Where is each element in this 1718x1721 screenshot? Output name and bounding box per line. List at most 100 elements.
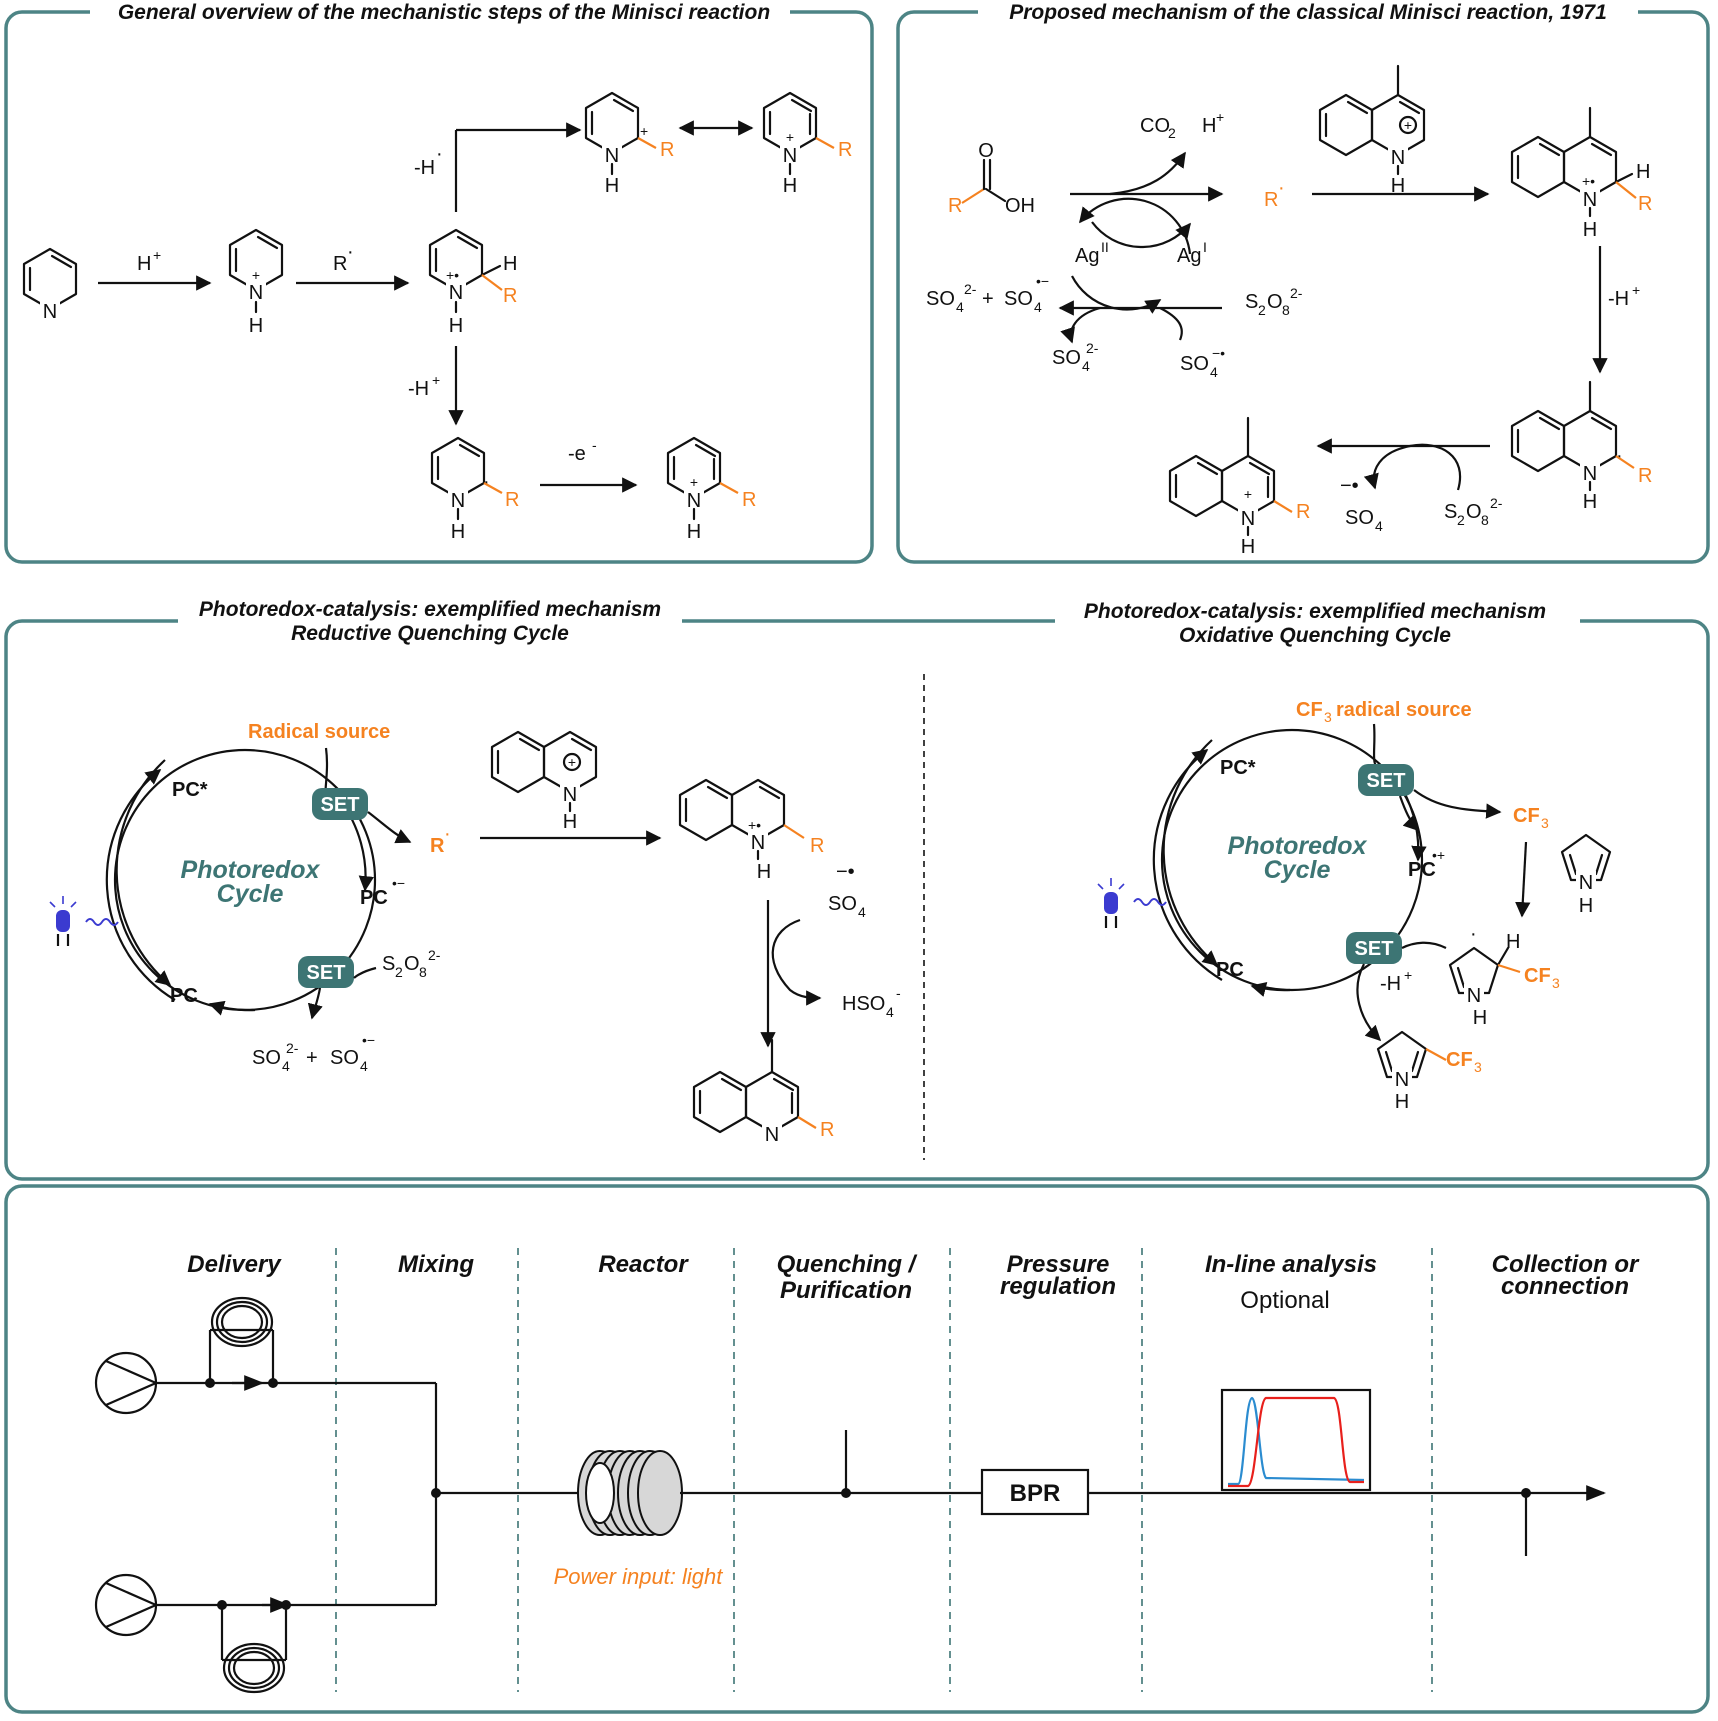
oxidative-cycle-line2: Cycle <box>1264 856 1331 884</box>
svg-text:R: R <box>505 489 519 511</box>
classical-persulfate: S <box>1245 291 1258 313</box>
svg-text:8: 8 <box>419 964 427 980</box>
svg-text:N: N <box>751 832 765 854</box>
stage-connection: connection <box>1501 1273 1629 1300</box>
general-title: General overview of the mechanistic step… <box>118 1 770 24</box>
svg-text:I: I <box>1203 239 1207 255</box>
reductive-pc-anion: PC <box>360 887 388 909</box>
oxidative-cf3: CF <box>1513 805 1540 827</box>
bpr-label: BPR <box>1010 1480 1061 1507</box>
svg-text:2-: 2- <box>286 1040 299 1056</box>
svg-text:2: 2 <box>1168 125 1176 141</box>
svg-text:4: 4 <box>1210 364 1218 380</box>
oxidative-title-1: Photoredox-catalysis: exemplified mechan… <box>1084 600 1546 623</box>
pyrrole: N H <box>1560 833 1612 917</box>
general-h-plus: H <box>137 253 151 275</box>
oxidative-minus-h-plus: -H <box>1380 973 1401 995</box>
reductive-sulfate-mix: SO <box>252 1047 281 1069</box>
svg-text:N: N <box>1395 1069 1409 1091</box>
led-light-icon-2 <box>1097 878 1167 928</box>
radical-cation-adduct: N +• H H R <box>428 228 517 337</box>
carboxylic-acid: R O OH <box>948 140 1035 217</box>
svg-text:N: N <box>1241 508 1255 530</box>
oxidative-pc-cation: PC <box>1408 859 1436 881</box>
product-pyridinium: N + H R <box>666 436 756 543</box>
sample-loop-bottom-icon <box>220 1605 288 1694</box>
reductive-bisulfate: HSO <box>842 993 885 1015</box>
classical-co2: CO <box>1140 115 1170 137</box>
svg-text:+: + <box>690 474 698 490</box>
svg-text:4: 4 <box>858 904 866 920</box>
svg-text:N: N <box>783 145 797 167</box>
cf3-source-label: CF <box>1296 699 1323 721</box>
svg-text:radical source: radical source <box>1336 699 1472 721</box>
svg-text:•−: •− <box>392 875 405 891</box>
svg-text:SET: SET <box>1367 770 1406 792</box>
svg-text:N: N <box>249 282 263 304</box>
svg-text:3: 3 <box>1552 975 1560 991</box>
classical-minus-h-plus: -H <box>1608 288 1629 310</box>
svg-text:SET: SET <box>1355 938 1394 960</box>
classical-h-plus: H <box>1202 115 1216 137</box>
svg-text:−•: −• <box>836 861 855 883</box>
svg-text:+: + <box>1216 109 1224 125</box>
reductive-pc: PC <box>170 985 198 1007</box>
reductive-persulfate: S <box>382 953 395 975</box>
svg-text:2: 2 <box>1457 512 1465 528</box>
svg-text:H: H <box>249 315 263 337</box>
pyrroline-radical: N H · H CF 3 <box>1448 923 1560 1029</box>
svg-text:R: R <box>1296 501 1310 523</box>
svg-text:+: + <box>1244 486 1252 502</box>
svg-text:R: R <box>1638 465 1652 487</box>
svg-text:H: H <box>451 521 465 543</box>
svg-text:-: - <box>896 985 901 1001</box>
protonated-lepidine: N + H <box>1318 64 1426 197</box>
general-minus-h-plus: -H <box>408 378 429 400</box>
classical-r-radical: R <box>1264 189 1278 211</box>
ag-i: Ag <box>1177 245 1201 267</box>
general-minus-e: -e <box>568 443 586 465</box>
panel-photoredox <box>4 619 1710 1181</box>
svg-text:SET: SET <box>321 794 360 816</box>
svg-text:H: H <box>1583 491 1597 513</box>
led-light-icon <box>49 896 119 946</box>
svg-text:·: · <box>1520 809 1527 831</box>
svg-text:R: R <box>1638 193 1652 215</box>
svg-text:4: 4 <box>360 1058 368 1074</box>
oxidative-pc-star: PC* <box>1220 757 1256 779</box>
svg-text:·: · <box>347 241 354 263</box>
svg-text:H: H <box>605 175 619 197</box>
reductive-product-quinoline: N R <box>692 1038 834 1146</box>
svg-text:H: H <box>1391 175 1405 197</box>
reductive-sulfate-radical: SO <box>828 893 857 915</box>
svg-text:R: R <box>742 489 756 511</box>
svg-text:R: R <box>503 285 517 307</box>
stage-optional: Optional <box>1240 1287 1329 1314</box>
bpr-box <box>980 1468 1090 1516</box>
stage-reactor: Reactor <box>598 1251 689 1278</box>
stage-regulation: regulation <box>1000 1273 1116 1300</box>
svg-text:+: + <box>1404 117 1412 133</box>
panel-flow <box>4 1184 1710 1714</box>
general-r-radical: R <box>333 253 347 275</box>
svg-text:H: H <box>687 521 701 543</box>
svg-text:4: 4 <box>1082 358 1090 374</box>
svg-text:N: N <box>765 1124 779 1146</box>
svg-text:R: R <box>838 139 852 161</box>
svg-text:+: + <box>1632 282 1640 298</box>
svg-text:R: R <box>660 139 674 161</box>
svg-text:H: H <box>1395 1091 1409 1113</box>
stage-mixing: Mixing <box>398 1251 474 1278</box>
svg-text:+: + <box>306 1047 318 1069</box>
svg-text:CF: CF <box>1524 965 1551 987</box>
svg-text:S: S <box>1444 501 1457 523</box>
svg-text:·: · <box>1616 445 1623 467</box>
svg-text:−•: −• <box>1340 475 1359 497</box>
pyridinium: N + H <box>228 228 284 337</box>
classical-title: Proposed mechanism of the classical Mini… <box>1009 1 1607 24</box>
svg-text:4: 4 <box>282 1058 290 1074</box>
reductive-set-bottom <box>298 956 354 988</box>
svg-text:+: + <box>786 129 794 145</box>
flow-stage-labels: Delivery Mixing Reactor Quenching / Puri… <box>187 1251 1640 1314</box>
